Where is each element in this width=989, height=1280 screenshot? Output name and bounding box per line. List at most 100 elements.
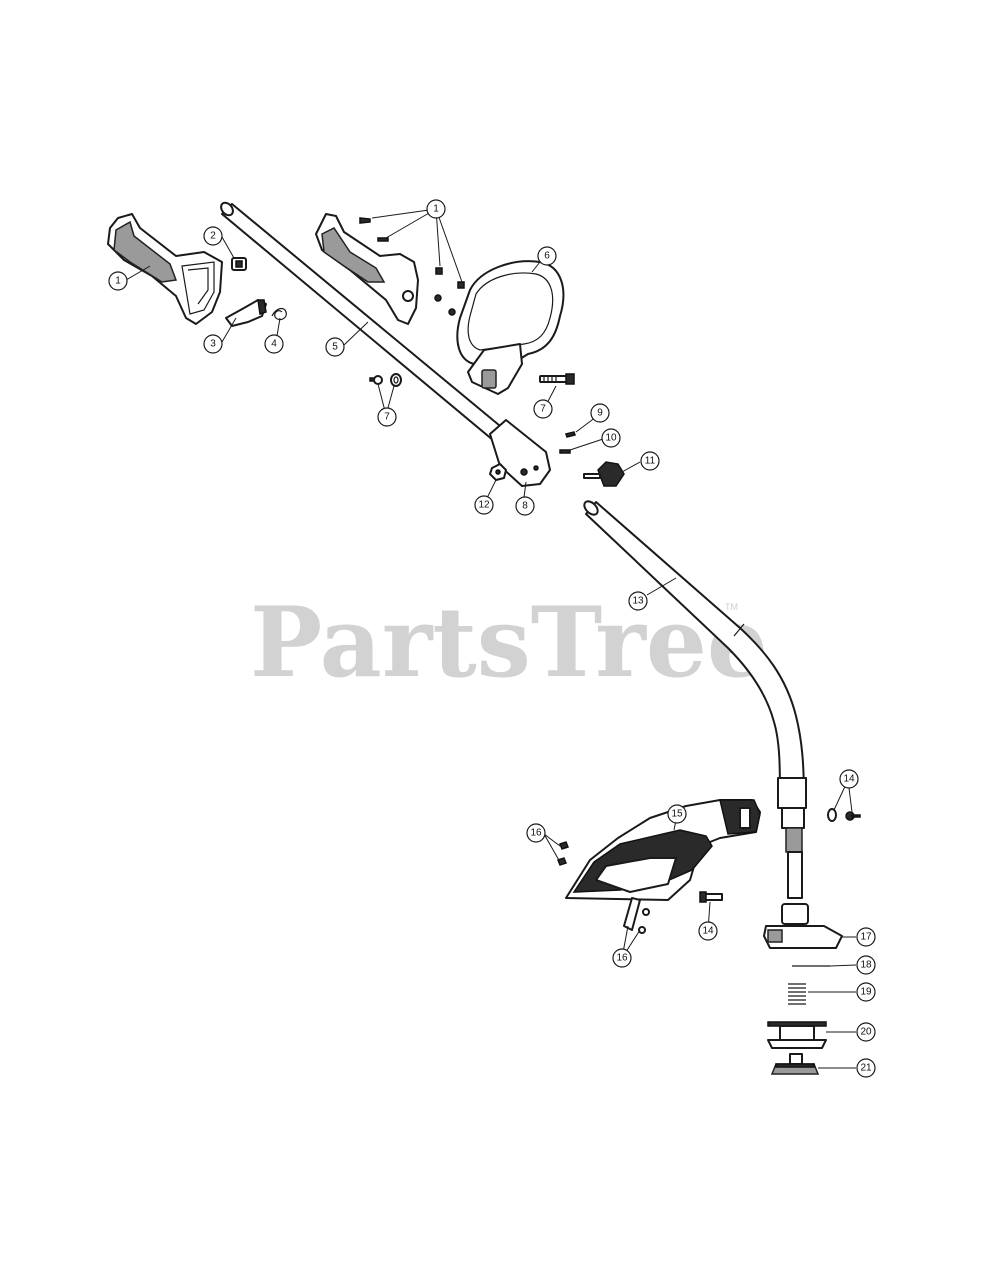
part-trigger [225, 299, 267, 327]
callout-number: 5 [332, 342, 338, 353]
callout-11: 11 [640, 451, 660, 471]
callout-1: 1 [108, 271, 128, 291]
part-bolt-7 [539, 373, 575, 385]
callout-number: 7 [384, 412, 390, 423]
part-spool-20 [767, 1021, 827, 1049]
callout-circle [839, 769, 859, 789]
callout-circle [667, 804, 687, 824]
callout-circle [640, 451, 660, 471]
part-knob-11 [583, 461, 625, 487]
callout-9: 9 [590, 403, 610, 423]
leader-lines [125, 208, 857, 1069]
part-screws-1 [359, 217, 465, 316]
callout-number: 3 [210, 339, 216, 350]
part-spring-4 [271, 307, 287, 321]
callout-circle [203, 226, 223, 246]
callout-circle [856, 1058, 876, 1078]
callout-10: 10 [601, 428, 621, 448]
callout-20: 20 [856, 1022, 876, 1042]
callout-12: 12 [474, 495, 494, 515]
callout-number: 17 [860, 932, 872, 943]
callout-number: 1 [115, 276, 121, 287]
callout-circle [590, 403, 610, 423]
callout-circle [515, 496, 535, 516]
callout-circle [203, 334, 223, 354]
callout-14: 14 [698, 921, 718, 941]
part-nut-12 [489, 463, 507, 481]
callout-circle [474, 495, 494, 515]
part-guard-15 [565, 799, 761, 901]
part-bolt-14 [699, 891, 723, 903]
part-screws-16 [557, 841, 569, 866]
part-handle-housing-left [107, 213, 223, 325]
callout-circle [856, 982, 876, 1002]
callout-6: 6 [537, 246, 557, 266]
callout-14: 14 [839, 769, 859, 789]
callout-circle [537, 246, 557, 266]
callout-number: 18 [860, 960, 872, 971]
callout-16: 16 [612, 948, 632, 968]
callout-4: 4 [264, 334, 284, 354]
callout-number: 20 [860, 1027, 872, 1038]
callout-circle [698, 921, 718, 941]
callout-number: 8 [522, 501, 528, 512]
callout-circle [526, 823, 546, 843]
callout-number: 14 [702, 926, 714, 937]
callout-number: 19 [860, 987, 872, 998]
callout-18: 18 [856, 955, 876, 975]
part-screws-9-10 [559, 431, 576, 454]
part-lower-shaft [583, 500, 807, 899]
callout-number: 7 [540, 404, 546, 415]
part-screw-washer-7 [369, 373, 402, 387]
callout-13: 13 [628, 591, 648, 611]
callout-circle [612, 948, 632, 968]
callout-number: 11 [645, 456, 656, 467]
callout-7: 7 [377, 407, 397, 427]
callout-number: 16 [530, 828, 542, 839]
callout-number: 9 [597, 408, 603, 419]
callout-number: 2 [210, 231, 216, 242]
callout-circle [108, 271, 128, 291]
callout-number: 6 [544, 251, 550, 262]
callout-number: 12 [478, 500, 490, 511]
callout-3: 3 [203, 334, 223, 354]
callout-16: 16 [526, 823, 546, 843]
callout-circle [264, 334, 284, 354]
callout-8: 8 [515, 496, 535, 516]
callout-number: 16 [616, 953, 628, 964]
callout-number: 13 [632, 596, 644, 607]
part-spring-19 [788, 983, 806, 1005]
callout-number: 14 [843, 774, 855, 785]
callout-circle [601, 428, 621, 448]
callout-circle [325, 337, 345, 357]
callout-circle [377, 407, 397, 427]
callout-circle [426, 199, 446, 219]
callout-17: 17 [856, 927, 876, 947]
callout-2: 2 [203, 226, 223, 246]
callout-number: 1 [433, 204, 439, 215]
callout-circle [856, 955, 876, 975]
callout-19: 19 [856, 982, 876, 1002]
callout-number: 21 [860, 1063, 872, 1074]
part-washer-screw-14 [827, 808, 861, 822]
callout-number: 4 [271, 339, 277, 350]
callout-5: 5 [325, 337, 345, 357]
callout-number: 15 [671, 809, 683, 820]
callout-7: 7 [533, 399, 553, 419]
callout-15: 15 [667, 804, 687, 824]
callout-circle [856, 1022, 876, 1042]
part-handle-housing-right [315, 213, 419, 325]
part-blade-16 [623, 897, 650, 934]
callout-circle [628, 591, 648, 611]
part-spool-housing-17 [763, 903, 843, 949]
callout-number: 10 [605, 433, 617, 444]
callout-circle [533, 399, 553, 419]
callout-1: 1 [426, 199, 446, 219]
watermark-trademark: TM [725, 602, 738, 612]
part-d-handle [456, 260, 565, 395]
callout-21: 21 [856, 1058, 876, 1078]
part-switch [231, 257, 247, 271]
part-bump-knob-21 [770, 1053, 820, 1075]
